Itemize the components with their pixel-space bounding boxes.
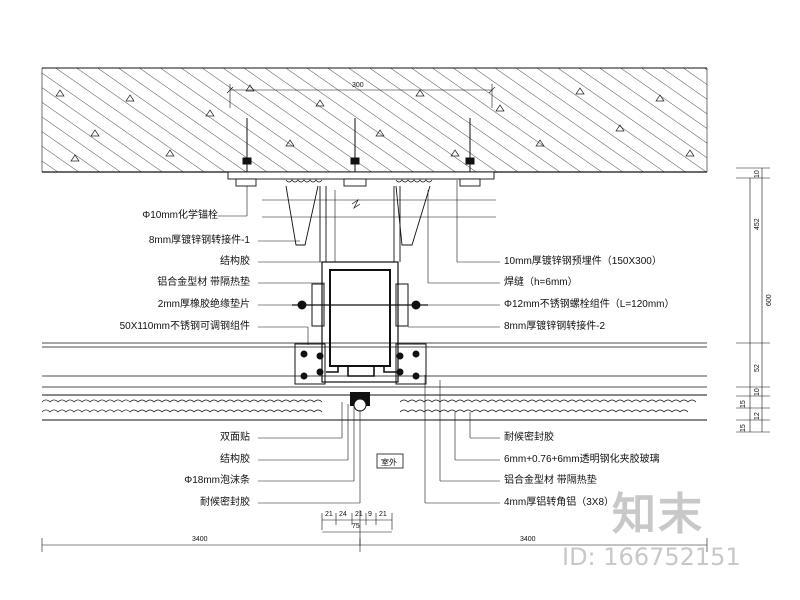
dim-right-10a: 10: [754, 170, 761, 178]
label-embedded-plate: 10mm厚镀锌钢预埋件（150X300）: [504, 256, 662, 267]
dim-bottom-9: 9: [368, 511, 372, 518]
dim-right-15b: 15: [740, 424, 747, 432]
dim-bottom-75: 75: [352, 523, 360, 530]
aluminum-mullion: [292, 261, 428, 383]
dim-right-15a: 15: [740, 400, 747, 408]
label-weld: 焊缝（h=6mm）: [504, 277, 578, 288]
watermark-logo: 知末: [612, 489, 704, 540]
tag-outdoor: 室外: [381, 458, 397, 467]
dim-bottom-24: 24: [339, 511, 347, 518]
label-rubber-pad: 2mm厚橡胶绝缘垫片: [157, 299, 250, 310]
label-aluminum-profile-right: 铝合金型材 带隔热垫: [504, 475, 597, 486]
dim-bottom-left: 3400: [192, 536, 208, 543]
pressure-plates: [294, 343, 427, 385]
label-connector-1: 8mm厚镀锌钢转接件-1: [148, 235, 250, 246]
dimension-bottom: [41, 510, 708, 552]
dim-right-452: 452: [754, 218, 761, 230]
laminated-glass: [41, 392, 707, 421]
label-steel-bolt: Φ12mm不锈钢螺栓组件（L=120mm）: [504, 299, 675, 310]
label-steel-adjuster: 50X110mm不锈钢可调钢组件: [119, 321, 250, 332]
label-double-sided-tape: 双面贴: [220, 432, 250, 443]
dim-bottom-21a: 21: [325, 511, 333, 518]
watermark-id: ID: 166752151: [562, 543, 741, 571]
embedded-plate: [227, 171, 495, 187]
label-weather-sealant-right: 耐候密封胶: [504, 432, 554, 443]
dim-top-300: 300: [352, 82, 364, 89]
label-corner-angle: 4mm厚铝转角铝（3X8）: [504, 497, 615, 508]
label-aluminum-profile-left: 铝合金型材 带隔热垫: [157, 277, 250, 288]
dim-right-10b: 10: [754, 388, 761, 396]
label-foam-rod: Φ18mm泡沫条: [184, 475, 250, 486]
label-structural-sealant-bottom: 结构胶: [220, 454, 250, 465]
dimension-right: [736, 167, 770, 433]
label-laminated-glass: 6mm+0.76+6mm透明钢化夹胶玻璃: [504, 454, 660, 465]
leader-lines-left: [218, 186, 361, 504]
dim-right-600: 600: [766, 294, 773, 306]
dim-right-52: 52: [754, 364, 761, 372]
anchor-bolts: [242, 118, 475, 172]
dim-bottom-right: 3400: [520, 536, 536, 543]
tag-box: [376, 453, 404, 469]
leader-lines-right: [408, 180, 500, 504]
dim-bottom-21c: 21: [379, 511, 387, 518]
concrete-slab: [41, 67, 708, 173]
label-connector-2: 8mm厚镀锌钢转接件-2: [504, 321, 606, 332]
transom-lines: [42, 342, 707, 388]
dimension-top: [226, 84, 496, 108]
steel-connectors: [262, 185, 496, 262]
label-structural-sealant-top: 结构胶: [220, 256, 250, 267]
dim-bottom-21b: 21: [355, 511, 363, 518]
label-chemical-anchor: Φ10mm化学锚栓: [142, 210, 218, 221]
dim-right-12: 12: [754, 412, 761, 420]
label-weather-sealant-left: 耐候密封胶: [200, 497, 250, 508]
